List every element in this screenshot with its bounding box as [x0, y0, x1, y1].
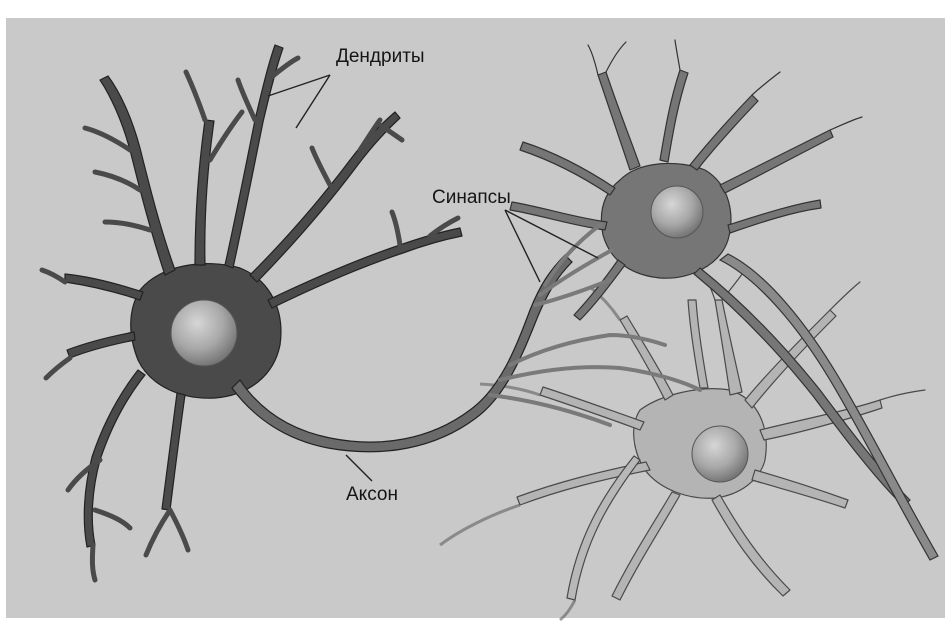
label-axon: Аксон — [346, 484, 398, 506]
nucleus-left — [171, 300, 237, 366]
label-synapses: Синапсы — [432, 187, 511, 209]
nucleus-bottom-right — [692, 426, 748, 482]
label-dendrites: Дендриты — [336, 46, 425, 68]
nucleus-top-right — [651, 186, 703, 238]
